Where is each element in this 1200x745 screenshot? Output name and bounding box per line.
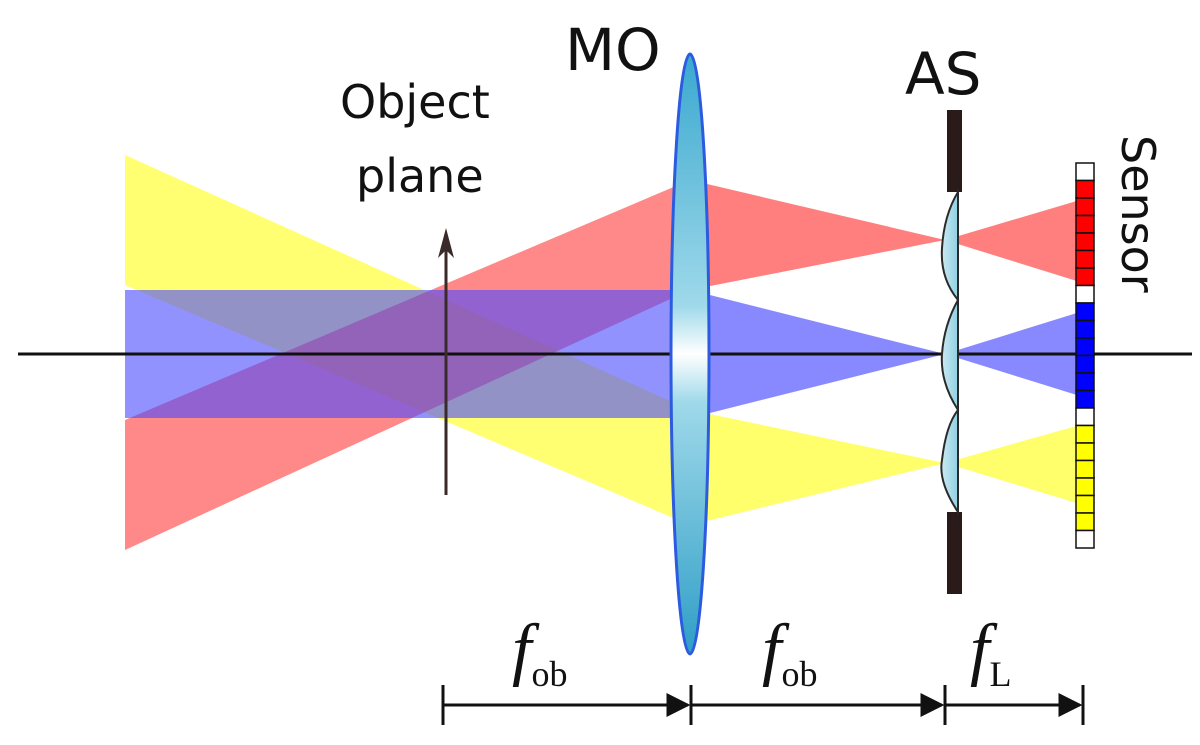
dimension-label-fL-subscript: L: [989, 654, 1011, 694]
red-beam-right: [690, 180, 945, 290]
sensor-pixel: [1075, 319, 1095, 339]
dimension-label-fob-2-subscript: ob: [781, 654, 817, 694]
object-plane-label-line2: plane: [356, 149, 484, 203]
sensor-pixel: [1075, 302, 1095, 322]
sensor-pixel: [1075, 372, 1095, 392]
dimension-lines: [441, 685, 1085, 725]
sensor-pixel: [1075, 267, 1095, 287]
sensor-pixel: [1075, 284, 1095, 304]
objective-lens: [669, 52, 711, 656]
sensor-pixel: [1075, 407, 1095, 427]
sensor-array: [1075, 162, 1095, 549]
sensor-pixel: [1075, 232, 1095, 252]
sensor-pixel: [1075, 337, 1095, 357]
sensor-pixel: [1075, 529, 1095, 549]
as-label: AS: [905, 40, 982, 108]
sensor-pixel: [1075, 494, 1095, 514]
object-plane-label-line1: Object: [340, 75, 490, 129]
sensor-pixel: [1075, 249, 1095, 269]
sensor-pixel: [1075, 459, 1095, 479]
mo-label: MO: [565, 16, 661, 84]
yellow-beam-right: [690, 410, 945, 525]
sensor-pixel: [1075, 477, 1095, 497]
sensor-pixel: [1075, 512, 1095, 532]
red-beam-to-sensor: [945, 200, 1080, 282]
sensor-pixel: [1075, 179, 1095, 199]
sensor-pixel: [1075, 197, 1095, 217]
sensor-pixel: [1075, 354, 1095, 374]
dimension-label-fob-2: fob: [762, 611, 817, 694]
sensor-label: Sensor: [1111, 135, 1165, 293]
sensor-pixel: [1075, 389, 1095, 409]
dimension-label-fob-1: fob: [512, 611, 567, 694]
yellow-beam-to-sensor: [945, 425, 1080, 504]
object-arrow-head: [438, 228, 454, 258]
dimension-label-fL: fL: [970, 611, 1011, 694]
sensor-pixel: [1075, 162, 1095, 182]
microlens-array: [940, 188, 960, 516]
sensor-pixel: [1075, 214, 1095, 234]
sensor-pixel: [1075, 442, 1095, 462]
sensor-pixel: [1075, 424, 1095, 444]
aperture-stop-lower: [947, 512, 962, 594]
aperture-stop-upper: [947, 110, 962, 192]
dimension-label-fob-1-subscript: ob: [531, 654, 567, 694]
